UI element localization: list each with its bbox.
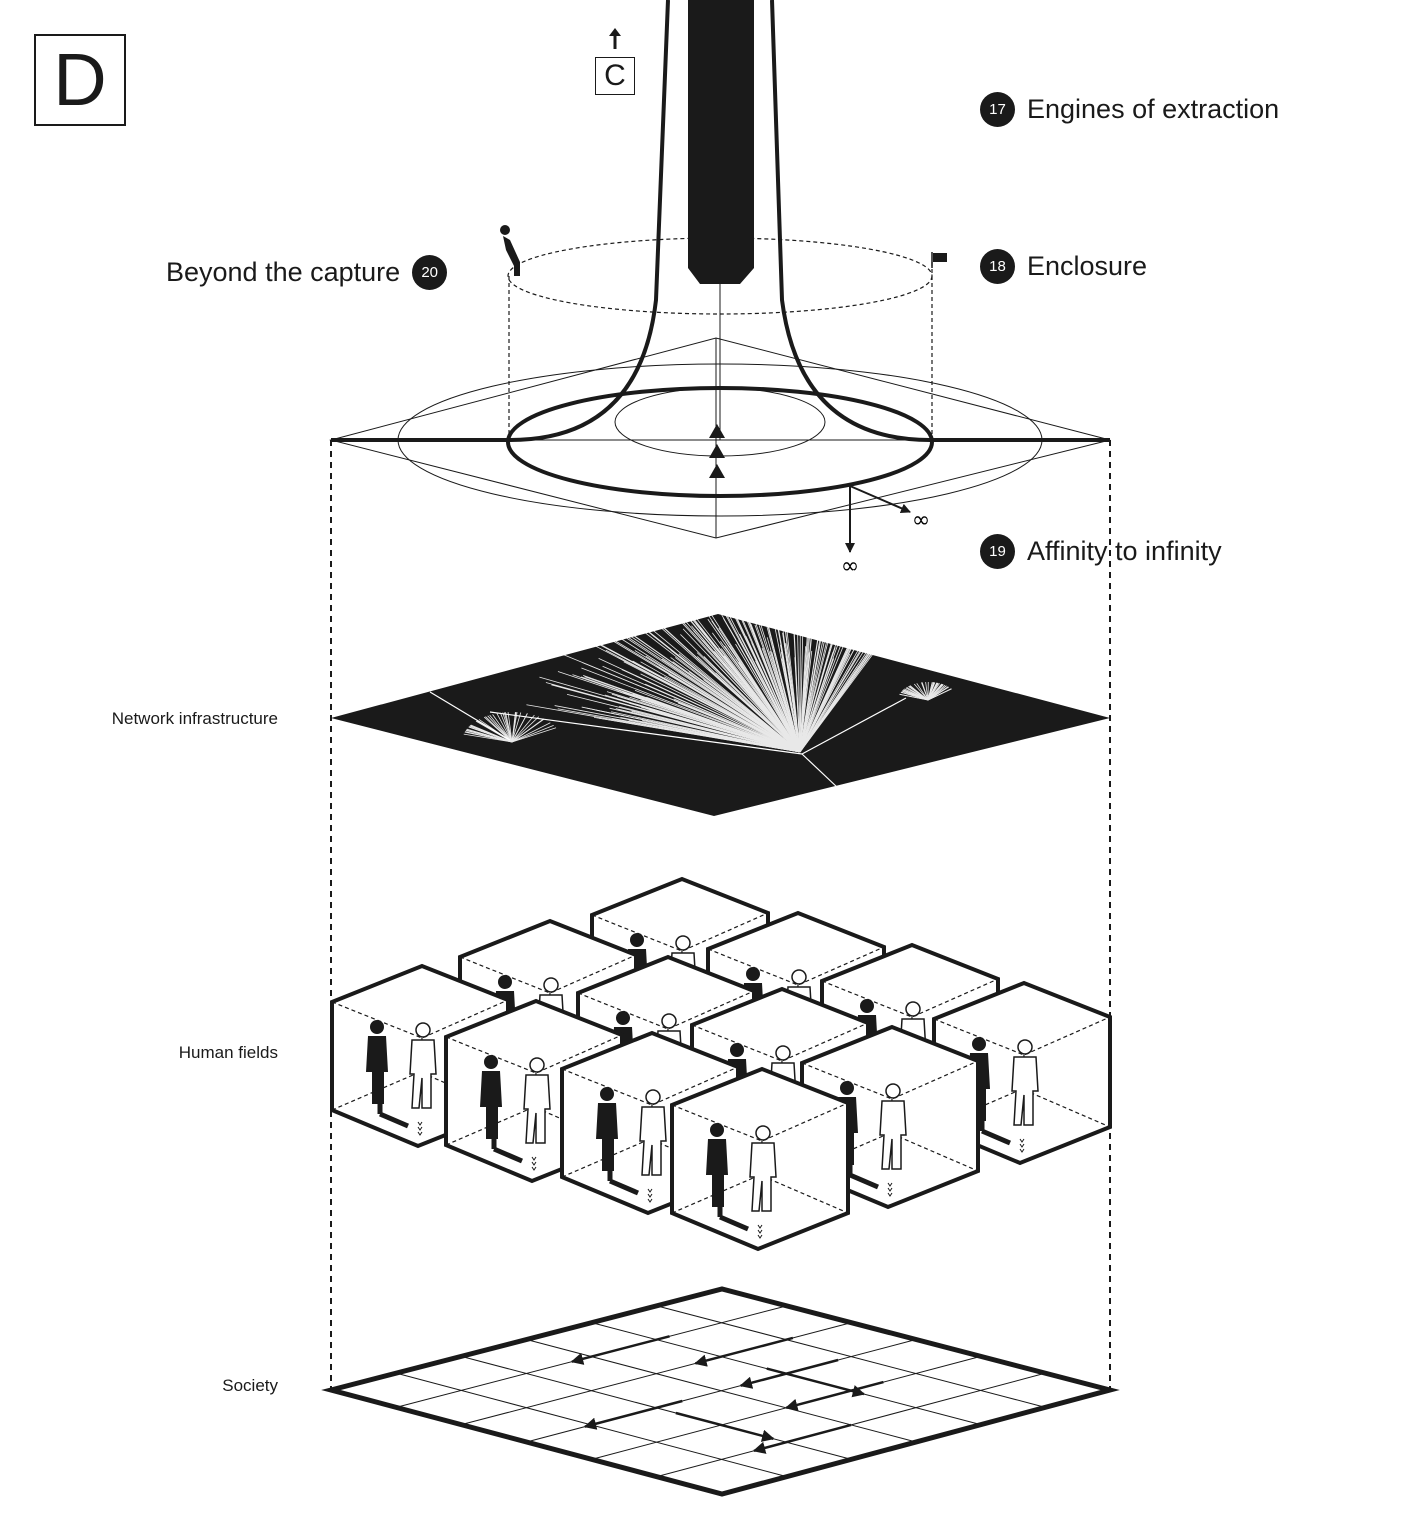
callout-affinity: 19 Affinity to infinity [980,534,1222,569]
callout-text: Beyond the capture [166,257,401,287]
up-arrow-icon [609,28,621,49]
callout-number: 18 [980,249,1015,284]
callout-enclosure: 18 Enclosure [980,249,1147,284]
callout-text: Engines of extraction [1027,94,1280,124]
callout-engines: 17 Engines of extraction [980,92,1279,127]
infinity-icon: ∞ [841,554,859,579]
engine-plane: ∞ ∞ [329,0,1111,579]
reference-box-c[interactable]: C [595,57,635,95]
funnel-outline [331,0,1110,442]
layer-label-network: Network infrastructure [111,709,278,728]
callout-number: 20 [412,255,448,290]
callout-number: 17 [980,92,1015,127]
callout-text: Affinity to infinity [1027,536,1222,566]
callout-beyond-capture: Beyond the capture 20 [166,255,448,290]
society-grid [321,1286,1120,1497]
flag-icon [931,252,947,268]
layer-label-society: Society [222,1376,278,1395]
person-bowing-icon [500,225,520,276]
callout-text: Enclosure [1027,251,1148,281]
extraction-column [688,0,754,284]
upward-arrows [709,424,725,478]
infinity-icon: ∞ [912,508,930,533]
callout-number: 19 [980,534,1015,569]
human-fields-grid [332,879,1110,1249]
panel-label: D [34,34,126,126]
network-plane [331,569,1110,816]
layer-label-human: Human fields [178,1043,278,1062]
